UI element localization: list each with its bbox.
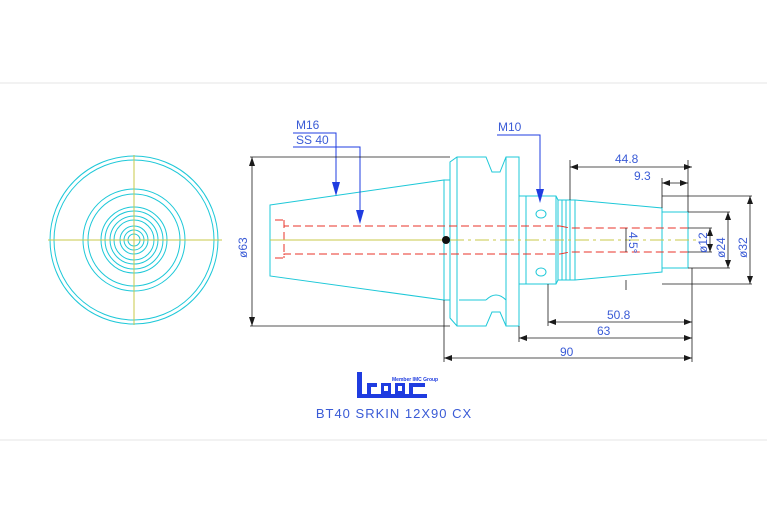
dimension-arrowheads [249,157,753,361]
dim-63: 63 [597,324,611,338]
coolant-hole-lower [535,267,547,277]
dim-90: 90 [560,345,574,359]
dim-angle-4-5: 4.5° [626,232,640,254]
coolant-hole-upper [535,209,547,219]
arrowhead-m16 [332,182,340,196]
dim-dia-24: ø24 [714,237,728,258]
dimension-lines [250,156,752,362]
dim-dia-63: ø63 [236,237,250,258]
iscar-logo: Member IMC Group [357,372,438,398]
drawing-title: BT40 SRKIN 12X90 CX [316,406,472,421]
callout-m16-label: M16 [296,118,320,132]
dim-dia-12: ø12 [696,232,710,253]
hidden-bore-lines [274,219,700,259]
dim-9-3: 9.3 [634,169,651,183]
callout-m10-leader [497,134,541,195]
center-mark [442,236,450,244]
dim-50-8: 50.8 [607,308,631,322]
dim-dia-32: ø32 [736,237,750,258]
callout-ss40-label: SS 40 [296,133,329,147]
arrowhead-m10 [536,189,544,203]
arrowhead-ss40 [356,210,364,224]
dim-44-8: 44.8 [615,152,639,166]
callout-m16-leader [293,132,361,215]
dimension-labels: 44.8 9.3 50.8 63 90 ø63 ø12 ø24 ø32 4.5° [236,152,750,359]
sheet-frame [0,82,767,441]
logo-caption: Member IMC Group [392,377,438,383]
callout-m10-label: M10 [498,120,522,134]
end-view [48,155,222,325]
